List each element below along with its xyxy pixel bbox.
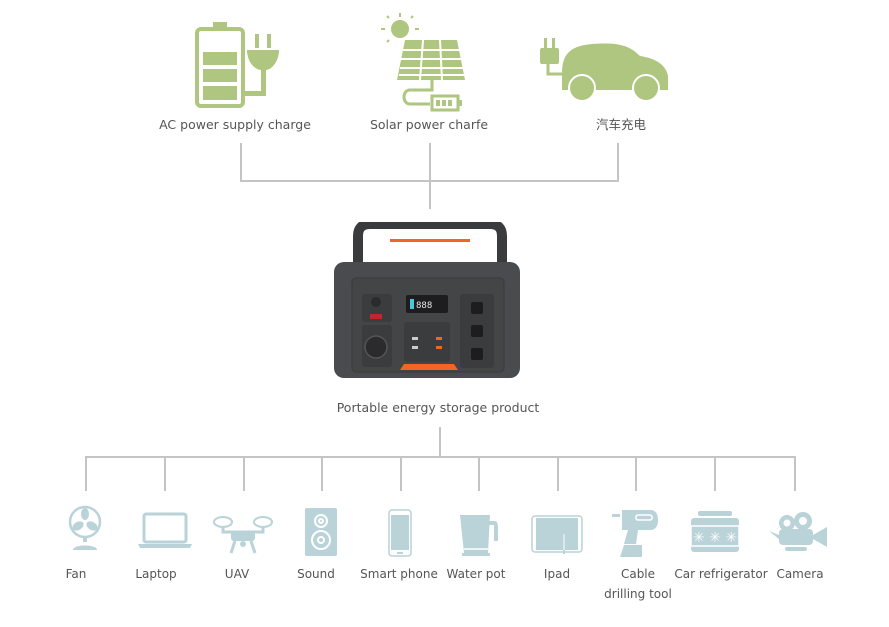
device-label-laptop: Laptop bbox=[135, 567, 177, 581]
device-label-sound: Sound bbox=[297, 567, 335, 581]
speaker-icon bbox=[305, 508, 337, 556]
connector-line bbox=[85, 456, 796, 458]
device-label-smartphone: Smart phone bbox=[360, 567, 438, 581]
connector-line bbox=[240, 180, 619, 182]
device-label-waterpot: Water pot bbox=[446, 567, 506, 581]
connector-line bbox=[617, 143, 619, 182]
connector-line bbox=[321, 456, 323, 491]
svg-text:888: 888 bbox=[416, 301, 432, 311]
connector-line bbox=[429, 143, 431, 209]
source-label-solar: Solar power charfe bbox=[369, 117, 489, 132]
kettle-icon bbox=[460, 515, 498, 556]
car-fridge-icon: ✳ ✳ ✳ bbox=[690, 511, 740, 552]
device-label-fridge: Car refrigerator bbox=[674, 567, 768, 581]
electric-car-icon bbox=[540, 38, 668, 102]
video-camera-icon bbox=[769, 512, 827, 551]
device-label-uav: UAV bbox=[224, 567, 250, 581]
solar-panel-icon bbox=[381, 13, 465, 112]
product-label: Portable energy storage product bbox=[336, 400, 540, 415]
connector-line bbox=[478, 456, 480, 491]
connector-line bbox=[400, 456, 402, 491]
tablet-icon bbox=[531, 515, 583, 554]
laptop-icon bbox=[138, 512, 192, 548]
source-label-ac: AC power supply charge bbox=[159, 117, 311, 132]
drone-icon bbox=[213, 516, 273, 554]
device-label-ipad: Ipad bbox=[543, 567, 571, 581]
device-label-drill-line2: drilling tool bbox=[604, 587, 672, 601]
fan-icon bbox=[68, 505, 102, 550]
device-label-drill: Cable bbox=[620, 567, 656, 581]
connector-line bbox=[557, 456, 559, 491]
device-label-fan: Fan bbox=[65, 567, 87, 581]
battery-plug-icon bbox=[195, 22, 279, 108]
connector-line bbox=[164, 456, 166, 491]
smartphone-icon bbox=[388, 509, 412, 557]
connector-line bbox=[85, 456, 87, 491]
connector-line bbox=[243, 456, 245, 491]
connector-line bbox=[794, 456, 796, 491]
drill-icon bbox=[612, 510, 658, 557]
connector-line bbox=[240, 143, 242, 182]
connector-line bbox=[439, 427, 441, 458]
svg-text:✳ ✳ ✳: ✳ ✳ ✳ bbox=[693, 530, 737, 546]
connector-line bbox=[635, 456, 637, 491]
device-label-camera: Camera bbox=[776, 567, 824, 581]
connector-line bbox=[714, 456, 716, 491]
power-station-image: 888 bbox=[334, 222, 520, 378]
source-label-car: 汽车充电 bbox=[595, 117, 647, 132]
